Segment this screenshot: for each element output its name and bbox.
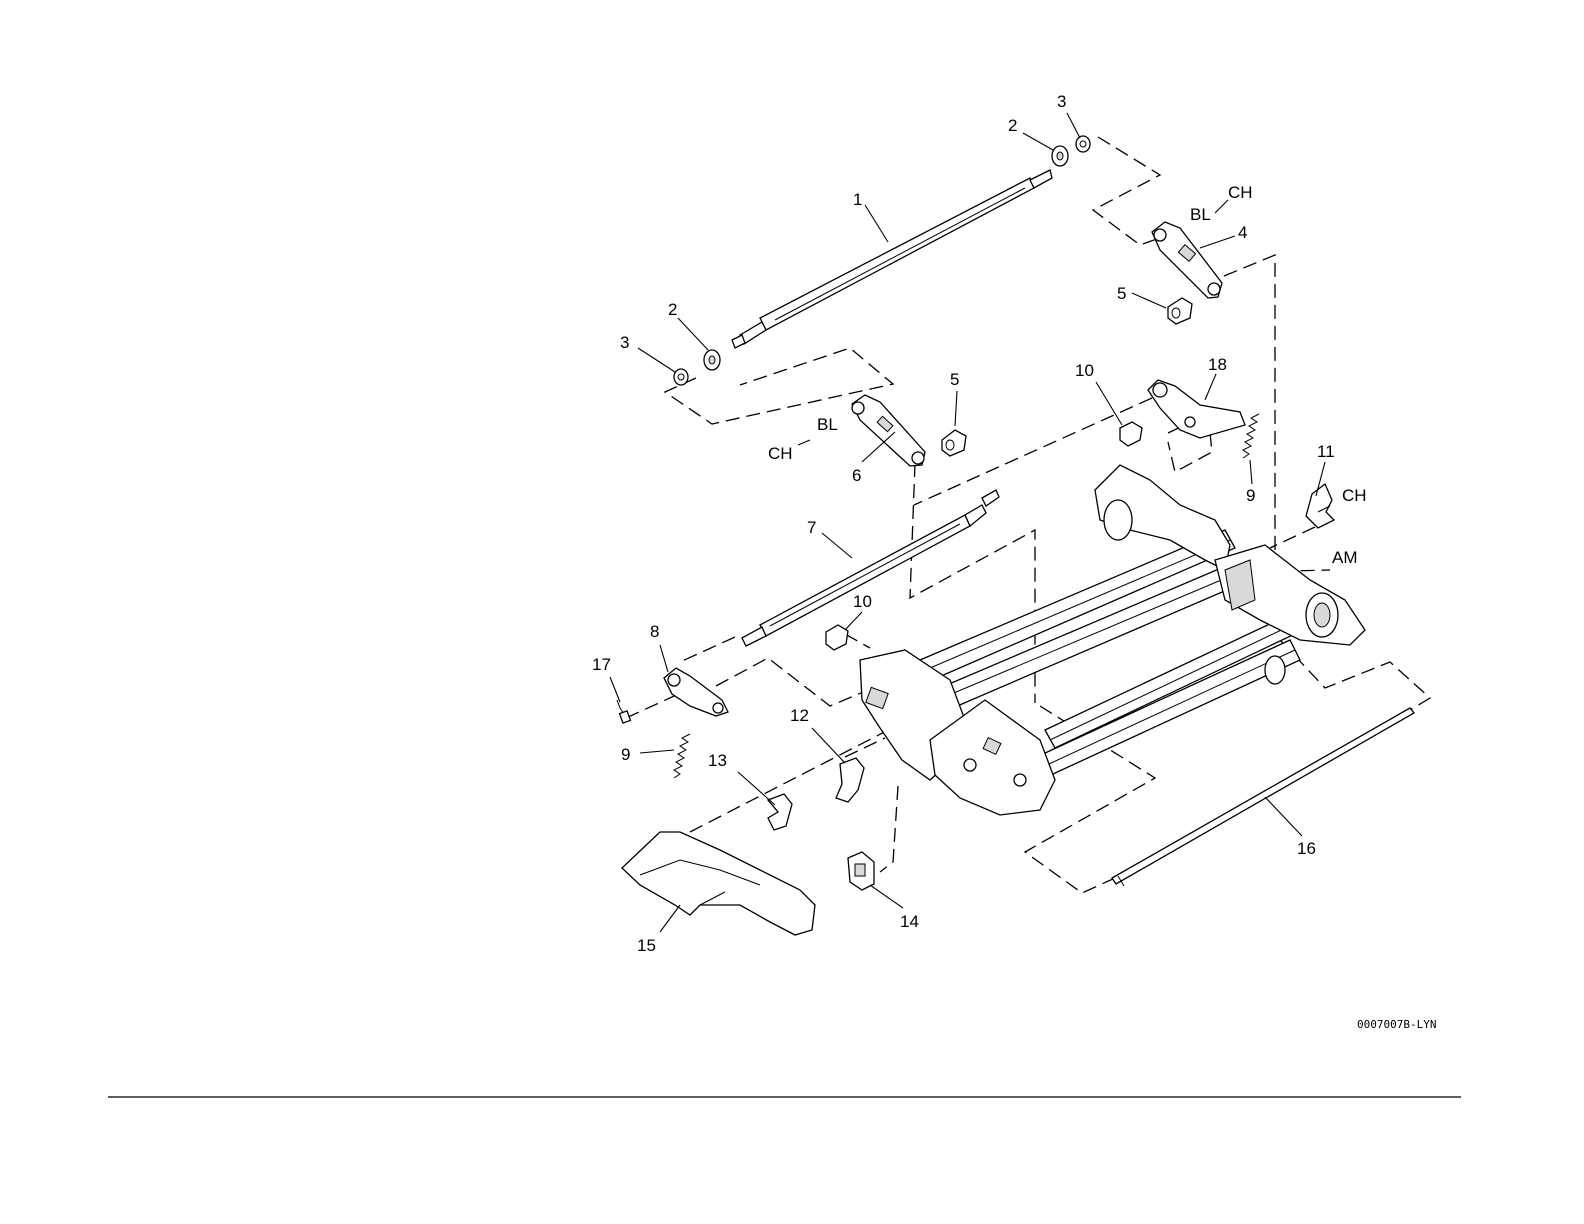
variant-label-ch-left: CH xyxy=(768,444,793,463)
lever-8 xyxy=(664,668,728,716)
bracket-4 xyxy=(1152,222,1222,298)
callout-14: 14 xyxy=(900,912,919,931)
variant-label-bl-left: BL xyxy=(817,415,838,434)
pad-10-left xyxy=(826,625,848,650)
callout-4: 4 xyxy=(1238,223,1247,242)
callout-10-left: 10 xyxy=(853,592,872,611)
callout-2-left: 2 xyxy=(668,300,677,319)
bracket-6 xyxy=(852,395,925,466)
callout-13: 13 xyxy=(708,751,727,770)
variant-label-ch-top: CH xyxy=(1228,183,1253,202)
clip-3-left xyxy=(674,369,688,385)
knob-5-left xyxy=(942,430,966,456)
spring-9-right xyxy=(1243,414,1259,458)
bearing-2-right xyxy=(1052,146,1068,166)
lever-18 xyxy=(1148,380,1245,438)
callout-2-right: 2 xyxy=(1008,116,1017,135)
latch-12 xyxy=(836,758,864,802)
variant-labels: CH BL BL CH CH AM xyxy=(768,183,1367,567)
callout-12: 12 xyxy=(790,706,809,725)
callout-3-right: 3 xyxy=(1057,92,1066,111)
bearing-2-left xyxy=(704,350,720,370)
pad-10-right xyxy=(1120,422,1142,446)
knob-5-right xyxy=(1168,298,1192,324)
clip-13 xyxy=(768,794,792,830)
roller-lower xyxy=(742,490,999,646)
callout-3-left: 3 xyxy=(620,333,629,352)
callout-9-right: 9 xyxy=(1246,486,1255,505)
callout-15: 15 xyxy=(637,936,656,955)
callout-1: 1 xyxy=(853,190,862,209)
spring-9-left xyxy=(674,734,690,778)
callout-5-left: 5 xyxy=(950,370,959,389)
handle-15 xyxy=(622,832,815,935)
variant-label-am: AM xyxy=(1332,548,1358,567)
callout-11: 11 xyxy=(1317,442,1335,461)
frame-chassis xyxy=(860,465,1365,815)
callout-5-right: 5 xyxy=(1117,284,1126,303)
rod-16 xyxy=(1112,708,1414,886)
callout-7: 7 xyxy=(807,518,816,537)
callout-17: 17 xyxy=(592,655,611,674)
callout-9-left: 9 xyxy=(621,745,630,764)
roller-upper xyxy=(732,170,1052,348)
callout-10-right: 10 xyxy=(1075,361,1094,380)
callout-18: 18 xyxy=(1208,355,1227,374)
callout-16: 16 xyxy=(1297,839,1316,858)
catch-14 xyxy=(848,852,874,890)
drawing-code: 0007007B-LYN xyxy=(1357,1018,1436,1031)
link-17 xyxy=(617,700,630,723)
variant-label-bl-top: BL xyxy=(1190,205,1211,224)
callout-8: 8 xyxy=(650,622,659,641)
callout-6: 6 xyxy=(852,466,861,485)
variant-label-ch-right: CH xyxy=(1342,486,1367,505)
clip-3-right xyxy=(1076,136,1090,152)
